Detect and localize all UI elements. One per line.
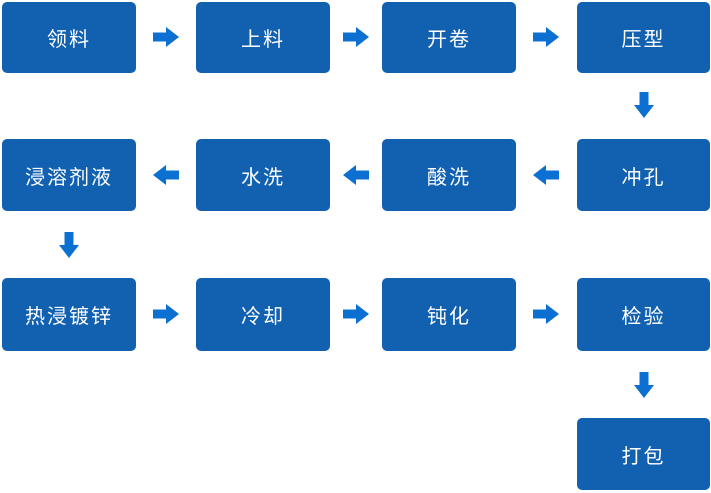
flow-step-hot-dip-galvanizing: 热浸镀锌 <box>2 278 136 351</box>
flow-step-flux-dipping: 浸溶剂液 <box>2 139 136 211</box>
flow-step-packing: 打包 <box>577 418 710 490</box>
flow-step-pickling: 酸洗 <box>382 139 516 211</box>
arrow-right-icon <box>533 27 559 47</box>
flow-step-uncoiling: 开卷 <box>382 2 516 73</box>
arrow-down-icon <box>59 232 79 258</box>
flow-step-passivation: 钝化 <box>382 278 516 351</box>
flow-step-punching: 冲孔 <box>577 139 710 211</box>
flow-step-loading: 上料 <box>196 2 330 73</box>
arrow-down-icon <box>634 92 654 118</box>
flow-step-material-requisition: 领料 <box>2 2 136 73</box>
arrow-right-icon <box>343 304 369 324</box>
arrow-left-icon <box>153 165 179 185</box>
arrow-right-icon <box>153 304 179 324</box>
arrow-down-icon <box>634 372 654 398</box>
arrow-right-icon <box>343 27 369 47</box>
arrow-right-icon <box>533 304 559 324</box>
flow-step-cooling: 冷却 <box>196 278 330 351</box>
arrow-right-icon <box>153 27 179 47</box>
arrow-left-icon <box>533 165 559 185</box>
arrow-left-icon <box>343 165 369 185</box>
flow-step-pressing: 压型 <box>577 2 710 73</box>
flow-step-inspection: 检验 <box>577 278 710 351</box>
flow-step-water-rinsing: 水洗 <box>196 139 330 211</box>
